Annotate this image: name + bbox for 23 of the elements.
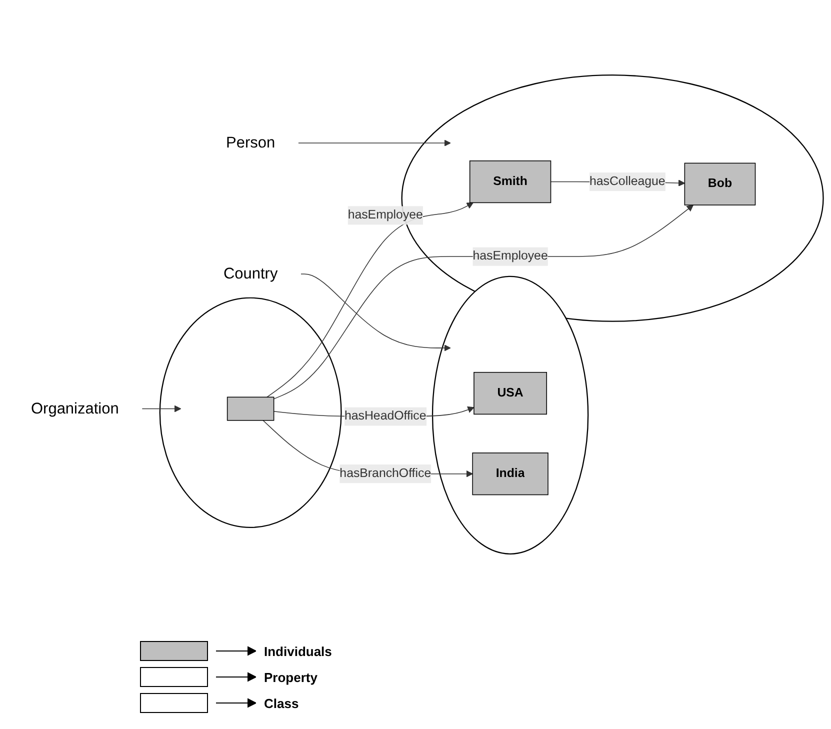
node-box — [226, 396, 274, 421]
arrow — [142, 405, 182, 412]
edge-label: hasEmployee — [348, 208, 423, 222]
edge-label: hasColleague — [589, 174, 666, 188]
legend-label: Individuals — [264, 644, 332, 658]
legend-label: Class — [264, 696, 299, 710]
edge-label: hasEmployee — [472, 250, 548, 263]
node-box: Bob — [684, 162, 756, 206]
node-box: India — [472, 452, 548, 496]
edge-label: hasHeadOffice — [344, 410, 426, 423]
arrow — [273, 204, 694, 400]
node-box: Smith — [469, 160, 552, 204]
legend-label: Property — [264, 670, 318, 684]
node-text: Person — [226, 134, 276, 152]
arrow — [266, 202, 474, 398]
node-box: USA — [474, 372, 547, 415]
arrow — [300, 274, 451, 352]
node-text: Country — [223, 265, 278, 282]
arrow — [298, 140, 451, 146]
node-text: Organization — [30, 400, 119, 418]
cluster — [432, 276, 589, 554]
edge-label: hasBranchOffice — [340, 466, 432, 480]
cluster — [159, 297, 342, 528]
